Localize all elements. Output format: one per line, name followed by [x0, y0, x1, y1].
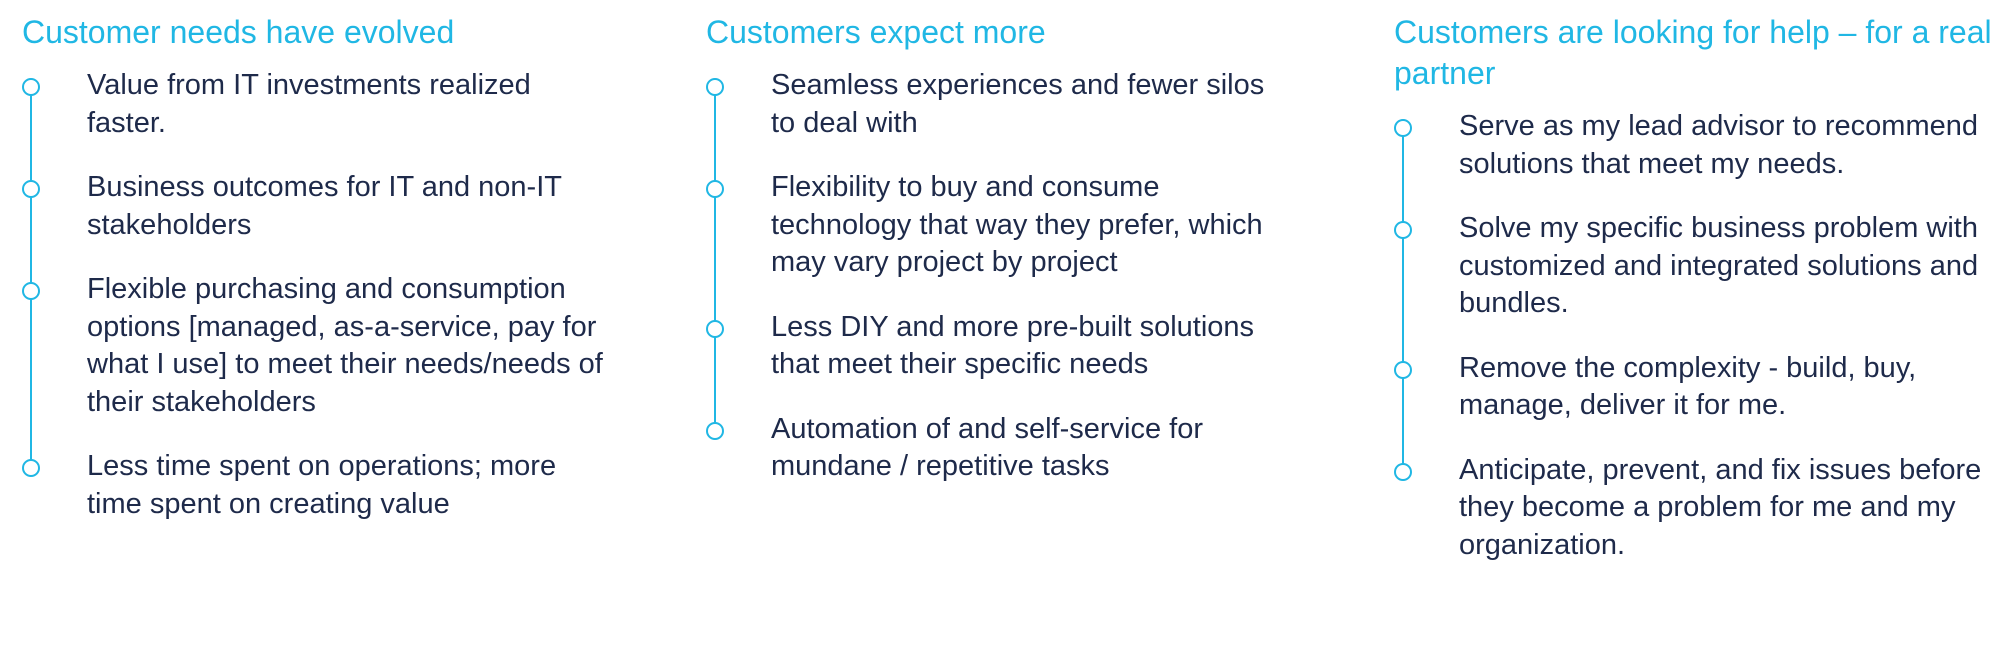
- list-item-text: Less DIY and more pre-built solutions th…: [771, 310, 1255, 381]
- list-item: Business outcomes for IT and non-IT stak…: [22, 169, 622, 244]
- column-title: Customers expect more: [706, 14, 1046, 50]
- list-item-text: Anticipate, prevent, and fix issues befo…: [1459, 453, 1982, 561]
- list-item-text: Seamless experiences and fewer silos to …: [771, 69, 1265, 139]
- list-item: Seamless experiences and fewer silos to …: [706, 67, 1306, 142]
- list-item-text: Business outcomes for IT and non-IT stak…: [87, 171, 562, 241]
- circle-bullet-icon: [1394, 221, 1412, 239]
- list-item-text: Serve as my lead advisor to recommend so…: [1459, 110, 1978, 180]
- list-item: Flexibility to buy and consume technolog…: [706, 169, 1306, 282]
- timeline-line: [714, 87, 716, 431]
- timeline-line: [1402, 128, 1404, 472]
- column-customer-needs: Customer needs have evolved Value from I…: [22, 0, 622, 550]
- circle-bullet-icon: [22, 180, 40, 198]
- column-title: Customer needs have evolved: [22, 14, 455, 50]
- timeline: Value from IT investments realized faste…: [22, 67, 622, 523]
- list-item: Automation of and self-service for munda…: [706, 411, 1306, 486]
- list-item: Less DIY and more pre-built solutions th…: [706, 309, 1306, 384]
- circle-bullet-icon: [706, 319, 724, 338]
- circle-bullet-icon: [22, 78, 40, 96]
- list-item: Value from IT investments realized faste…: [22, 67, 622, 142]
- list-item: Remove the complexity - build, buy, mana…: [1394, 350, 1994, 425]
- circle-bullet-icon: [706, 421, 724, 440]
- list-item: Flexible purchasing and consumption opti…: [22, 271, 622, 421]
- timeline: Serve as my lead advisor to recommend so…: [1394, 108, 1994, 564]
- column-title: Customers are looking for help – for a r…: [1394, 14, 1992, 91]
- list-item-text: Value from IT investments realized faste…: [87, 69, 531, 139]
- column-customers-expect-more: Customers expect more Seamless experienc…: [706, 0, 1306, 513]
- column-looking-for-partner: Customers are looking for help – for a r…: [1394, 0, 1994, 591]
- timeline-line: [30, 87, 32, 468]
- circle-bullet-icon: [1394, 462, 1412, 481]
- circle-bullet-icon: [22, 282, 40, 300]
- list-item-text: Flexible purchasing and consumption opti…: [87, 273, 603, 418]
- circle-bullet-icon: [706, 180, 724, 198]
- list-item-text: Solve my specific business problem with …: [1459, 212, 1979, 319]
- timeline: Seamless experiences and fewer silos to …: [706, 67, 1306, 486]
- list-item: Anticipate, prevent, and fix issues befo…: [1394, 452, 1994, 565]
- list-item-text: Remove the complexity - build, buy, mana…: [1459, 351, 1917, 422]
- circle-bullet-icon: [22, 459, 40, 477]
- list-item-text: Flexibility to buy and consume technolog…: [771, 171, 1263, 278]
- list-item: Serve as my lead advisor to recommend so…: [1394, 108, 1994, 183]
- circle-bullet-icon: [1394, 119, 1412, 137]
- list-item-text: Automation of and self-service for munda…: [771, 412, 1203, 483]
- list-item: Less time spent on operations; more time…: [22, 448, 622, 523]
- list-item-text: Less time spent on operations; more time…: [87, 450, 557, 520]
- circle-bullet-icon: [706, 78, 724, 96]
- list-item: Solve my specific business problem with …: [1394, 210, 1994, 323]
- circle-bullet-icon: [1394, 360, 1412, 379]
